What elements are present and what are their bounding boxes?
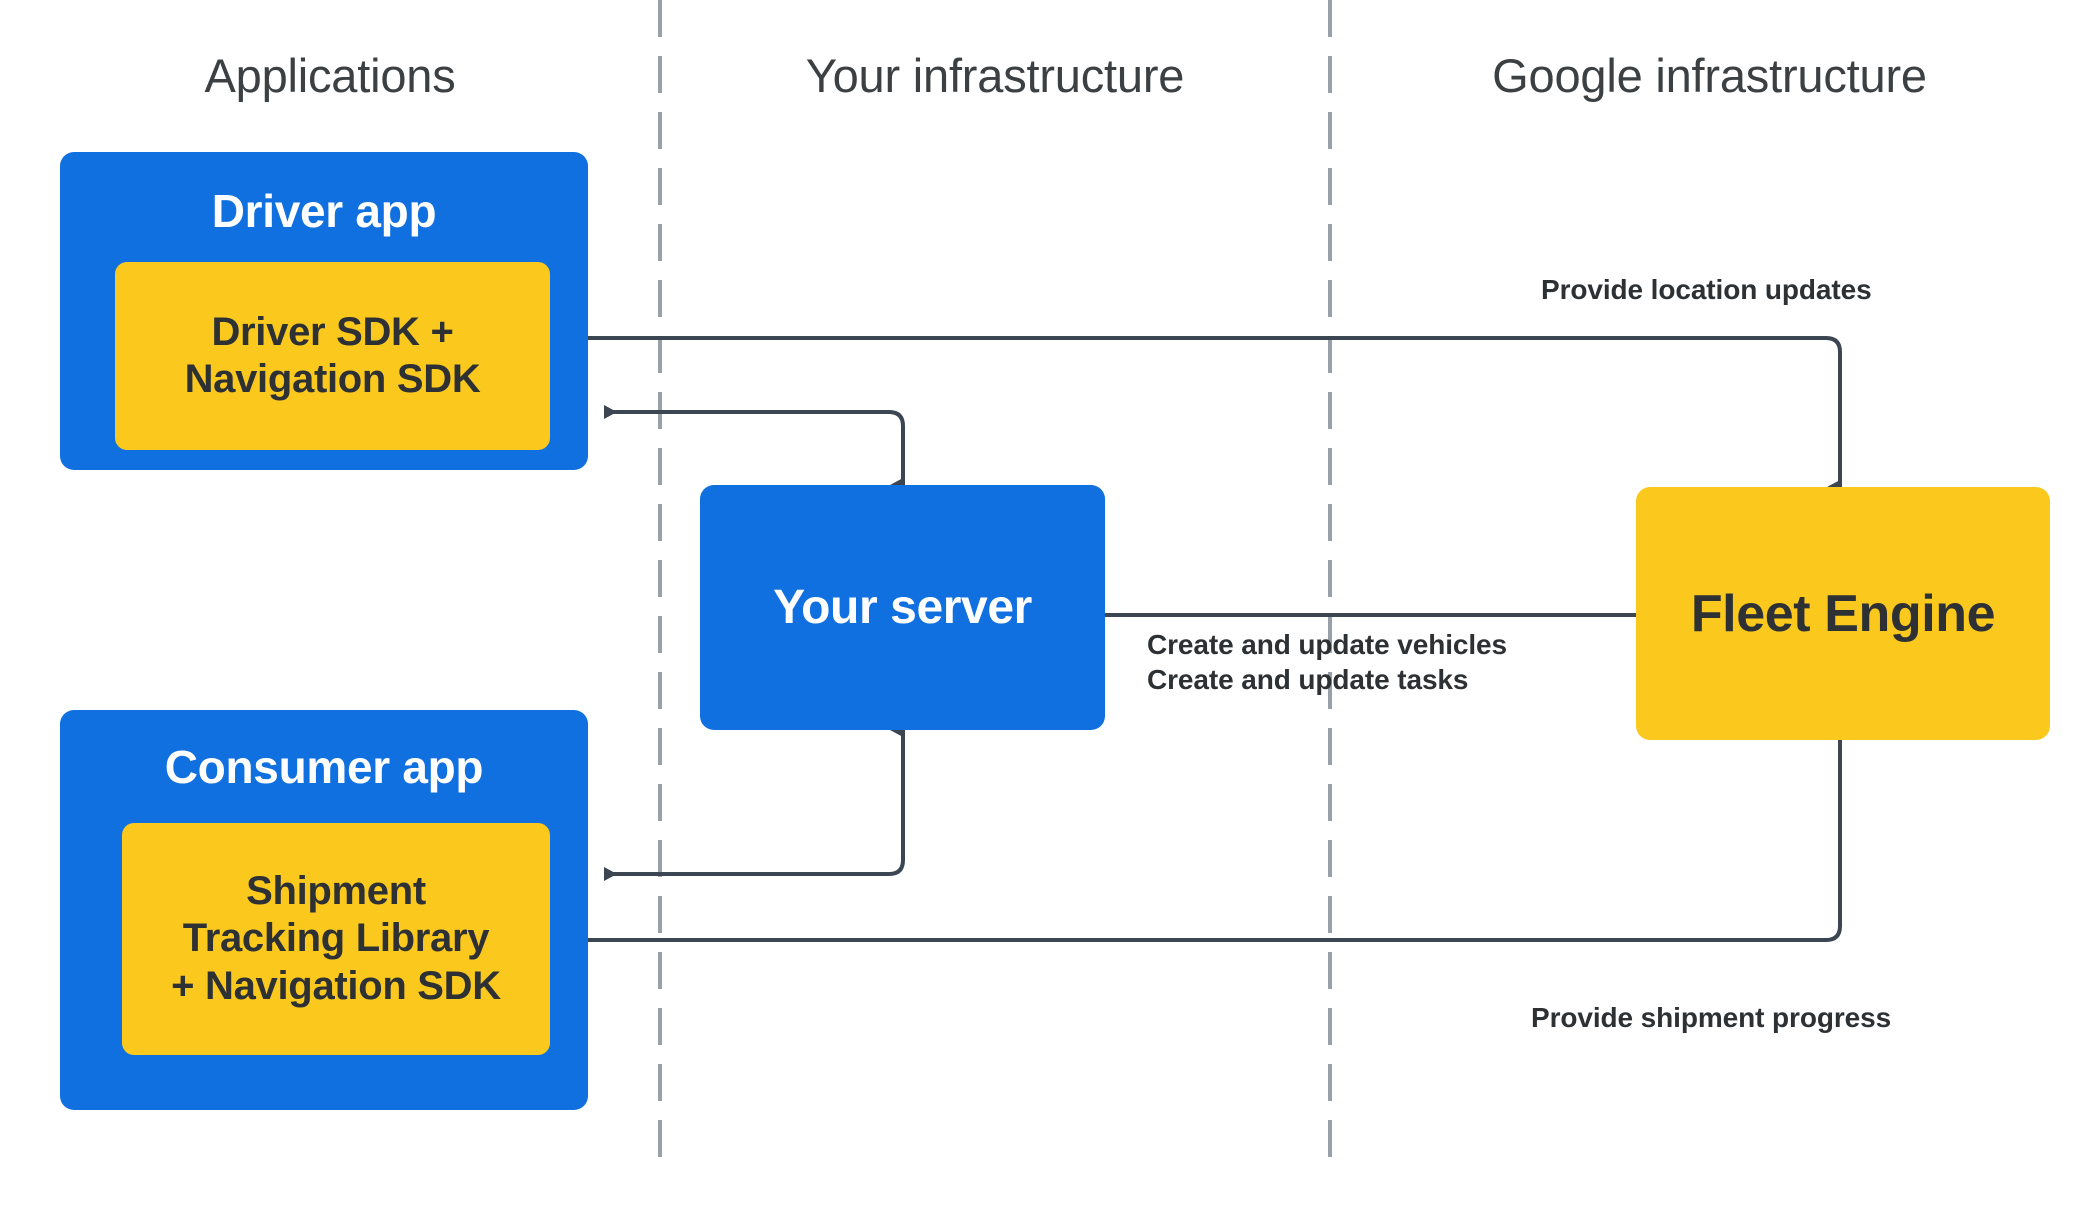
column-heading-applications: Applications [204, 49, 456, 102]
column-heading-google-infrastructure: Google infrastructure [1492, 49, 1927, 102]
shipment-tracking-line-2: Tracking Library [182, 916, 490, 961]
edge-label-create-update-line-1: Create and update vehicles [1147, 629, 1507, 660]
node-your-server[interactable]: Your server [700, 485, 1105, 730]
edge-shipment-progress [560, 740, 1842, 947]
edge-server-to-driver [604, 405, 905, 492]
node-consumer-app[interactable]: Consumer app Shipment Tracking Library +… [60, 710, 588, 1110]
fleet-engine-label: Fleet Engine [1690, 584, 1996, 643]
shipment-tracking-line-1: Shipment [246, 869, 426, 914]
shipment-tracking-label: Shipment Tracking Library + Navigation S… [165, 868, 507, 1010]
column-heading-your-infrastructure: Your infrastructure [805, 49, 1185, 102]
shipment-tracking-line-3: + Navigation SDK [171, 963, 501, 1008]
node-driver-app[interactable]: Driver app Driver SDK + Navigation SDK [60, 152, 588, 470]
edge-location-updates [568, 331, 1842, 494]
edge-label-create-update: Create and update vehicles Create and up… [1147, 627, 1507, 697]
driver-sdk-label: Driver SDK + Navigation SDK [179, 309, 487, 403]
edge-label-create-update-line-2: Create and update tasks [1147, 664, 1469, 695]
driver-sdk-line-1: Driver SDK + [211, 309, 454, 354]
driver-sdk-line-2: Navigation SDK [184, 357, 481, 401]
your-server-label: Your server [773, 581, 1032, 634]
edge-label-location-updates: Provide location updates [1541, 274, 1872, 305]
edge-server-to-consumer [604, 723, 905, 881]
node-driver-sdk[interactable]: Driver SDK + Navigation SDK [115, 262, 550, 450]
edge-label-shipment-progress: Provide shipment progress [1531, 1002, 1892, 1033]
consumer-app-title: Consumer app [164, 741, 484, 793]
node-fleet-engine[interactable]: Fleet Engine [1636, 487, 2050, 740]
node-shipment-tracking-library[interactable]: Shipment Tracking Library + Navigation S… [122, 823, 550, 1055]
driver-app-title: Driver app [211, 185, 437, 237]
